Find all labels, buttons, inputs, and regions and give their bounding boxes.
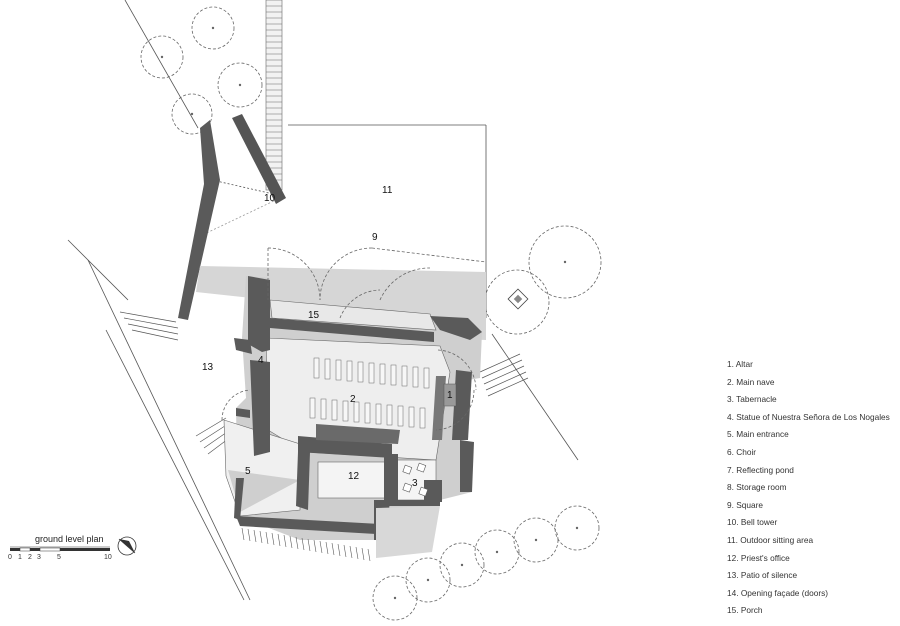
label-1: 1 <box>447 390 453 401</box>
legend-item-square: 9. Square <box>727 499 763 510</box>
tree <box>217 62 263 108</box>
legend-item-opening-facade: 14. Opening façade (doors) <box>727 587 829 598</box>
priests-office <box>317 461 387 499</box>
tree <box>405 557 451 603</box>
scale-tick-3: 3 <box>37 554 41 561</box>
trees-bottom <box>372 505 600 621</box>
legend-item-main-nave: 2. Main nave <box>727 376 775 387</box>
bell-tower-wall <box>232 114 286 204</box>
label-11: 11 <box>382 185 393 196</box>
reflecting-pond-marker <box>507 288 529 310</box>
trees-right <box>484 225 602 335</box>
north-arrow-icon <box>117 536 137 556</box>
scale-tick-5: 5 <box>57 554 61 561</box>
label-3: 3 <box>412 478 418 489</box>
site-boundary-lines <box>67 0 579 601</box>
label-15: 15 <box>308 310 320 321</box>
scale-tick-1: 1 <box>18 554 22 561</box>
tree <box>372 575 418 621</box>
label-13: 13 <box>202 362 214 373</box>
tree <box>140 35 184 79</box>
legend-item-statue: 4. Statue of Nuestra Señora de Los Nogal… <box>727 411 890 422</box>
chapel-building <box>223 276 482 540</box>
legend-item-storage-room: 8. Storage room <box>727 482 787 493</box>
tree-centers-bottom <box>393 260 579 600</box>
tabernacle-tiles <box>402 462 429 497</box>
legend-item-porch: 15. Porch <box>727 605 763 616</box>
trees-upper-left <box>140 6 263 135</box>
right-stairs <box>479 353 529 397</box>
legend-item-altar: 1. Altar <box>727 359 753 369</box>
legend-item-priests-office: 12. Priest's office <box>727 552 790 563</box>
scale-tick-0: 0 <box>8 554 12 561</box>
left-stairs <box>119 311 233 455</box>
legend-item-reflecting-pond: 7. Reflecting pond <box>727 464 794 475</box>
room-number-labels: 11 9 10 15 13 4 2 1 5 12 3 <box>202 185 453 489</box>
bell-tower-stair-strip <box>265 0 283 191</box>
scale-bar: ground level plan 0 1 2 3 5 10 <box>8 534 112 561</box>
patio-perimeter-wall <box>178 120 220 320</box>
legend-item-choir: 6. Choir <box>727 446 757 457</box>
tree <box>513 517 559 563</box>
pews <box>309 357 430 429</box>
legend-item-main-entrance: 5. Main entrance <box>727 429 789 440</box>
porch-floor <box>269 299 437 331</box>
label-4: 4 <box>258 355 264 366</box>
label-12: 12 <box>348 471 360 482</box>
tree <box>171 93 213 135</box>
tree <box>474 529 520 575</box>
label-10: 10 <box>264 193 276 204</box>
legend-item-patio-of-silence: 13. Patio of silence <box>727 570 798 581</box>
tree <box>528 225 602 299</box>
tree <box>191 6 235 50</box>
label-5: 5 <box>245 466 251 477</box>
tree <box>554 505 600 551</box>
legend-item-tabernacle: 3. Tabernacle <box>727 394 777 405</box>
legend-list: 1. Altar 2. Main nave 3. Tabernacle 4. S… <box>727 356 897 620</box>
label-9: 9 <box>372 232 378 243</box>
tree <box>439 542 485 588</box>
scale-tick-10: 10 <box>104 554 112 561</box>
scale-title: ground level plan <box>35 534 104 544</box>
legend-item-outdoor-sitting-area: 11. Outdoor sitting area <box>727 534 814 545</box>
opening-facade-doors <box>241 527 371 562</box>
door-swing-arcs <box>221 247 487 431</box>
label-2: 2 <box>350 394 356 405</box>
tree-centers-upper <box>160 26 242 116</box>
scale-tick-2: 2 <box>28 554 32 561</box>
legend-item-bell-tower: 10. Bell tower <box>727 517 778 528</box>
reflecting-pond <box>376 506 440 558</box>
